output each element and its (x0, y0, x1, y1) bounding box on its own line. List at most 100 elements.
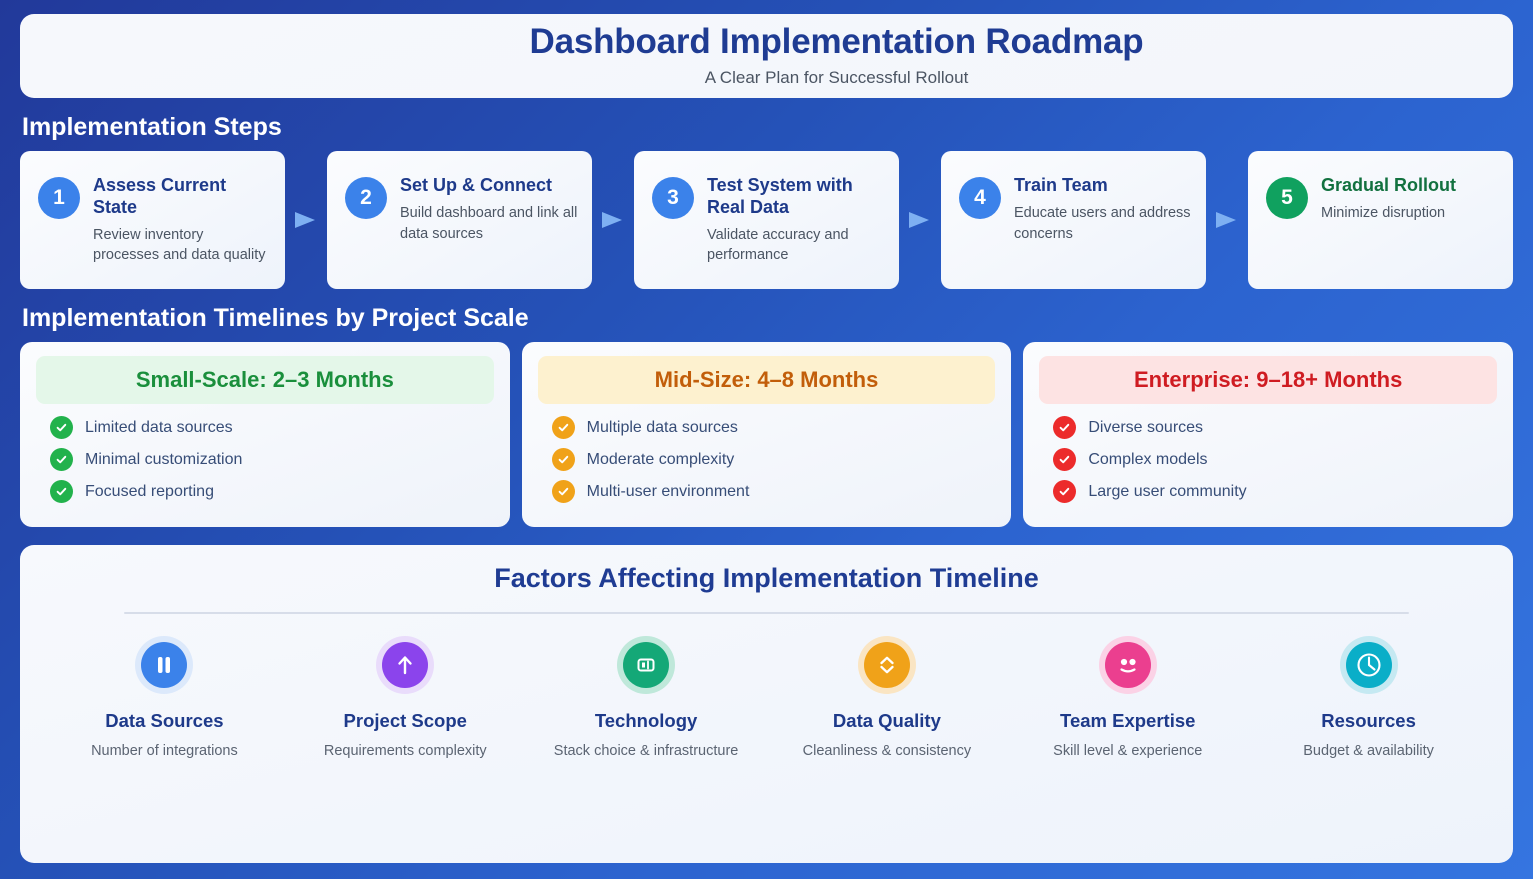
timeline-feature-label: Large user community (1088, 482, 1247, 500)
page-subtitle: A Clear Plan for Successful Rollout (704, 67, 969, 87)
check-icon (50, 448, 73, 471)
step-description: Minimize disruption (1321, 204, 1446, 221)
factor-name: Project Scope (343, 710, 467, 731)
step-number-badge: 5 (1266, 177, 1308, 219)
factor-description: Cleanliness & consistency (802, 743, 972, 759)
factor-icon-ring (857, 636, 916, 694)
check-icon (1053, 416, 1077, 439)
factor-icon-ring (1098, 636, 1157, 694)
factor-name: Data Sources (105, 710, 224, 731)
factor-name: Team Expertise (1060, 710, 1196, 731)
factor-icon-ring (135, 636, 194, 694)
step-description: Educate users and address concerns (1014, 204, 1191, 242)
step-title: Set Up & Connect (400, 175, 553, 195)
factor-name: Technology (594, 710, 698, 731)
timeline-feature-item: Large user community (1039, 480, 1497, 503)
timeline-feature-item: Minimal customization (36, 448, 494, 471)
factor-icon-ring (617, 636, 676, 694)
check-icon (551, 448, 575, 471)
timeline-feature-item: Focused reporting (36, 480, 494, 503)
factor-icon-ring (1339, 636, 1398, 694)
timeline-feature-item: Limited data sources (36, 416, 494, 439)
check-icon (50, 416, 73, 439)
book-panel-icon (623, 642, 670, 688)
check-icon (1053, 480, 1077, 503)
step-description: Build dashboard and link all data source… (400, 204, 578, 242)
step-number-badge: 1 (38, 177, 80, 219)
timeline-feature-label: Minimal customization (85, 450, 243, 468)
timeline-feature-label: Multi-user environment (586, 482, 750, 500)
timeline-feature-label: Focused reporting (85, 482, 214, 500)
factors-divider (124, 612, 1409, 614)
timeline-feature-label: Diverse sources (1088, 418, 1204, 436)
step-connector-arrow-icon (592, 151, 634, 289)
step-number-badge: 2 (345, 177, 387, 219)
timeline-scale-badge: Enterprise: 9–18+ Months (1039, 356, 1498, 404)
step-number-badge: 4 (959, 177, 1001, 219)
timeline-feature-label: Multiple data sources (586, 418, 738, 436)
timeline-feature-label: Limited data sources (85, 418, 233, 436)
check-icon (551, 416, 575, 439)
step-number-badge: 3 (652, 177, 694, 219)
timeline-feature-label: Complex models (1088, 450, 1208, 468)
factor-icon-ring (376, 636, 435, 694)
factor-description: Requirements complexity (323, 743, 487, 759)
timeline-card-gap (1011, 342, 1023, 527)
timeline-scale-badge: Small-Scale: 2–3 Months (36, 356, 494, 404)
step-title: Train Team (1014, 175, 1108, 195)
smiley-face-icon (1104, 642, 1151, 688)
timelines-section-heading: Implementation Timelines by Project Scal… (22, 304, 529, 332)
step-description: Validate accuracy and performance (707, 226, 849, 264)
step-description: Review inventory processes and data qual… (93, 226, 266, 264)
factors-panel: Factors Affecting Implementation Timelin… (20, 545, 1513, 863)
factor-description: Skill level & experience (1053, 743, 1203, 759)
check-icon (50, 480, 73, 503)
timeline-feature-item: Complex models (1039, 448, 1497, 471)
check-icon (1053, 448, 1077, 471)
step-title: Assess Current State (93, 175, 227, 217)
factor-name: Resources (1321, 710, 1416, 731)
timeline-scale-badge: Mid-Size: 4–8 Months (537, 356, 996, 404)
step-connector-arrow-icon (899, 151, 941, 289)
arrow-up-icon (382, 642, 429, 688)
timeline-feature-label: Moderate complexity (586, 450, 735, 468)
step-connector-arrow-icon (1206, 151, 1248, 289)
factor-name: Data Quality (832, 710, 941, 731)
timeline-feature-item: Moderate complexity (538, 448, 996, 471)
timeline-feature-item: Multi-user environment (538, 480, 996, 503)
factors-panel-title: Factors Affecting Implementation Timelin… (494, 563, 1039, 593)
timeline-feature-item: Diverse sources (1039, 416, 1497, 439)
check-icon (551, 480, 575, 503)
factor-description: Stack choice & infrastructure (553, 743, 739, 759)
timeline-feature-item: Multiple data sources (538, 416, 996, 439)
steps-section-heading: Implementation Steps (22, 113, 282, 141)
chevron-updown-icon (863, 642, 910, 688)
page-title: Dashboard Implementation Roadmap (529, 22, 1144, 62)
clock-icon (1345, 642, 1392, 688)
step-title: Test System with Real Data (707, 175, 853, 217)
factor-description: Number of integrations (91, 743, 238, 759)
step-title: Gradual Rollout (1321, 175, 1456, 195)
factor-description: Budget & availability (1303, 743, 1434, 759)
